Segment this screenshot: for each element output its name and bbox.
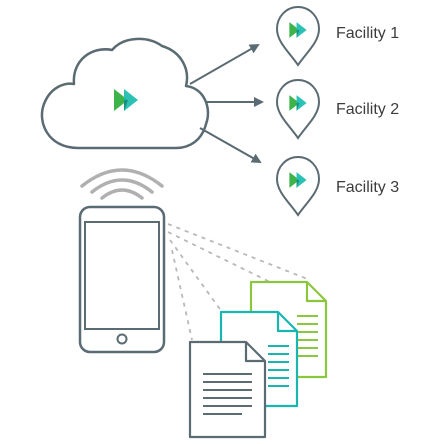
- phone-to-document-connectors: [167, 223, 311, 341]
- facility-item: [275, 5, 321, 67]
- map-pin-icon: [275, 78, 321, 140]
- document-icon: [188, 340, 267, 439]
- cloud-to-facility-arrows: [189, 44, 264, 163]
- arrow-facility-1: [189, 44, 260, 85]
- arrow-facility-3: [199, 127, 262, 163]
- facility-1-label: Facility 1: [336, 25, 399, 42]
- map-pin-icon: [275, 5, 321, 67]
- facility-list: Facility 1 Facility 2 Facility 3: [275, 5, 399, 217]
- cloud-icon: [40, 37, 210, 150]
- facility-2-label: Facility 2: [336, 101, 399, 118]
- chevron-logo-icon: [289, 22, 307, 38]
- chevron-logo-icon: [114, 89, 138, 111]
- facility-item: [275, 155, 321, 217]
- smartphone-icon: [78, 205, 166, 354]
- wireless-signal-icon: [80, 168, 164, 200]
- document-stack: [188, 280, 328, 439]
- map-pin-icon: [275, 155, 321, 217]
- facility-3-label: Facility 3: [336, 179, 399, 196]
- facility-item: [275, 78, 321, 140]
- cloud: [40, 37, 210, 150]
- chevron-logo-icon: [289, 172, 307, 188]
- chevron-logo-icon: [289, 95, 307, 111]
